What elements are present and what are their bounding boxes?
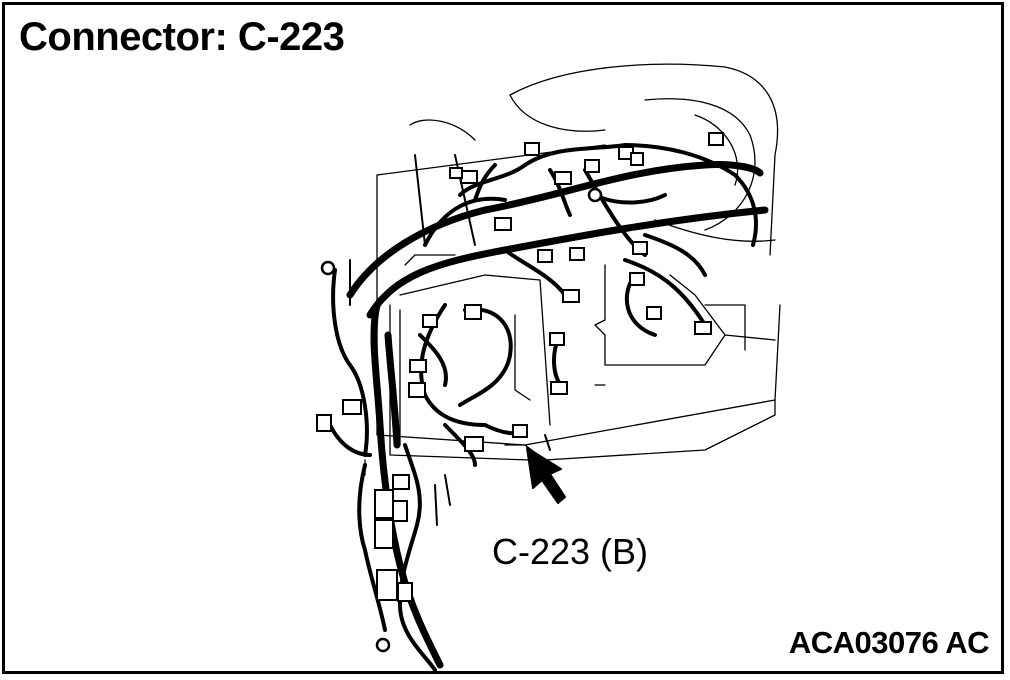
connector-icons — [316, 132, 724, 602]
ground-terminal-icons — [320, 187, 603, 653]
figure-code: ACA03076 AC — [788, 625, 990, 660]
callout-arrow — [526, 447, 566, 504]
wiring-harness-illustration — [316, 63, 781, 672]
connector-callout-label: C-223 (B) — [492, 531, 649, 572]
page-title: Connector: C-223 — [19, 15, 345, 59]
